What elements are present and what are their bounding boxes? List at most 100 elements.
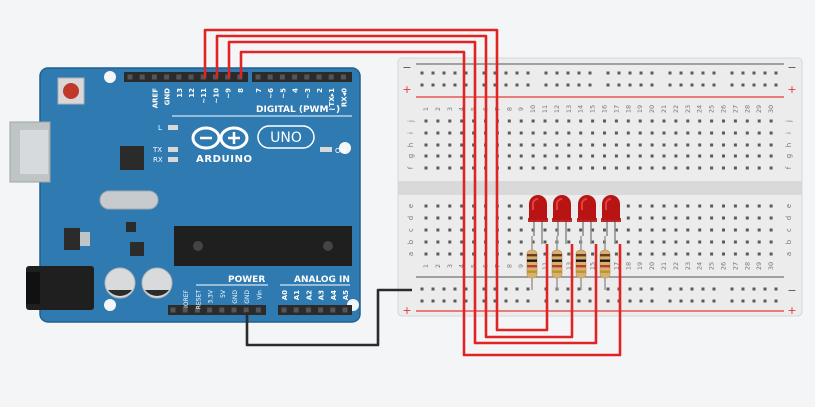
rail-hole[interactable] [763, 83, 767, 87]
rail-hole[interactable] [730, 83, 734, 87]
breadboard-hole[interactable] [757, 166, 761, 170]
breadboard-hole[interactable] [424, 228, 428, 232]
rail-hole[interactable] [442, 71, 446, 75]
breadboard-hole[interactable] [686, 240, 690, 244]
rail-hole[interactable] [741, 287, 745, 291]
rail-hole[interactable] [639, 299, 643, 303]
breadboard-hole[interactable] [436, 166, 440, 170]
rail-hole[interactable] [774, 299, 778, 303]
rail-hole[interactable] [526, 83, 530, 87]
rail-hole[interactable] [588, 71, 592, 75]
breadboard-hole[interactable] [472, 131, 476, 135]
rail-hole[interactable] [650, 83, 654, 87]
rail-hole[interactable] [763, 299, 767, 303]
breadboard-hole[interactable] [757, 252, 761, 256]
breadboard-hole[interactable] [745, 131, 749, 135]
breadboard-hole[interactable] [531, 119, 535, 123]
breadboard-hole[interactable] [436, 228, 440, 232]
breadboard-hole[interactable] [614, 228, 618, 232]
breadboard-hole[interactable] [674, 252, 678, 256]
rail-hole[interactable] [588, 287, 592, 291]
breadboard-hole[interactable] [555, 166, 559, 170]
breadboard-hole[interactable] [614, 252, 618, 256]
breadboard-hole[interactable] [531, 228, 535, 232]
rail-hole[interactable] [712, 71, 716, 75]
breadboard-hole[interactable] [519, 131, 523, 135]
reset-button[interactable] [63, 83, 79, 99]
rail-hole[interactable] [639, 287, 643, 291]
rail-hole[interactable] [493, 83, 497, 87]
breadboard-hole[interactable] [519, 204, 523, 208]
breadboard-hole[interactable] [519, 228, 523, 232]
breadboard-hole[interactable] [519, 240, 523, 244]
rail-hole[interactable] [504, 71, 508, 75]
breadboard-hole[interactable] [710, 228, 714, 232]
breadboard-hole[interactable] [460, 240, 464, 244]
header-pin[interactable] [188, 74, 194, 80]
breadboard-hole[interactable] [591, 252, 595, 256]
breadboard-hole[interactable] [674, 166, 678, 170]
header-pin[interactable] [170, 307, 176, 313]
breadboard-hole[interactable] [448, 204, 452, 208]
breadboard-hole[interactable] [710, 119, 714, 123]
breadboard-hole[interactable] [757, 228, 761, 232]
breadboard-hole[interactable] [507, 154, 511, 158]
breadboard-hole[interactable] [745, 252, 749, 256]
breadboard-hole[interactable] [507, 252, 511, 256]
header-pin[interactable] [340, 74, 346, 80]
rail-hole[interactable] [566, 299, 570, 303]
rail-hole[interactable] [639, 83, 643, 87]
rail-hole[interactable] [577, 299, 581, 303]
breadboard-hole[interactable] [733, 119, 737, 123]
breadboard-hole[interactable] [614, 143, 618, 147]
breadboard-hole[interactable] [460, 143, 464, 147]
breadboard-hole[interactable] [460, 154, 464, 158]
breadboard-hole[interactable] [543, 154, 547, 158]
breadboard-hole[interactable] [686, 154, 690, 158]
breadboard-hole[interactable] [591, 240, 595, 244]
breadboard-hole[interactable] [460, 204, 464, 208]
breadboard-hole[interactable] [710, 204, 714, 208]
rail-hole[interactable] [555, 299, 559, 303]
resistors[interactable] [526, 236, 611, 290]
breadboard-hole[interactable] [543, 166, 547, 170]
resistor[interactable] [575, 236, 587, 290]
breadboard-hole[interactable] [555, 119, 559, 123]
breadboard-hole[interactable] [460, 228, 464, 232]
breadboard-hole[interactable] [733, 143, 737, 147]
breadboard-hole[interactable] [448, 252, 452, 256]
breadboard-hole[interactable] [733, 228, 737, 232]
rail-hole[interactable] [668, 71, 672, 75]
header-pin[interactable] [176, 74, 182, 80]
breadboard-hole[interactable] [507, 204, 511, 208]
breadboard-hole[interactable] [626, 240, 630, 244]
rail-hole[interactable] [482, 83, 486, 87]
rail-hole[interactable] [690, 299, 694, 303]
breadboard-hole[interactable] [591, 131, 595, 135]
breadboard-hole[interactable] [472, 252, 476, 256]
rail-hole[interactable] [442, 299, 446, 303]
breadboard-hole[interactable] [722, 252, 725, 256]
breadboard-hole[interactable] [507, 119, 511, 123]
breadboard-hole[interactable] [603, 166, 606, 170]
breadboard-hole[interactable] [543, 252, 547, 256]
breadboard-hole[interactable] [448, 119, 452, 123]
breadboard-hole[interactable] [769, 143, 773, 147]
breadboard-hole[interactable] [626, 252, 630, 256]
breadboard-hole[interactable] [460, 131, 464, 135]
rail-hole[interactable] [741, 83, 745, 87]
rail-hole[interactable] [701, 299, 705, 303]
breadboard-hole[interactable] [567, 240, 571, 244]
breadboard-hole[interactable] [674, 240, 678, 244]
rail-hole[interactable] [690, 71, 694, 75]
breadboard-hole[interactable] [745, 228, 749, 232]
rail-hole[interactable] [555, 71, 559, 75]
breadboard-hole[interactable] [733, 216, 737, 220]
breadboard-hole[interactable] [543, 131, 547, 135]
header-pin[interactable] [207, 307, 213, 313]
breadboard-hole[interactable] [650, 228, 654, 232]
breadboard-hole[interactable] [436, 119, 440, 123]
rail-hole[interactable] [650, 299, 654, 303]
breadboard-hole[interactable] [650, 240, 654, 244]
rail-hole[interactable] [679, 299, 683, 303]
